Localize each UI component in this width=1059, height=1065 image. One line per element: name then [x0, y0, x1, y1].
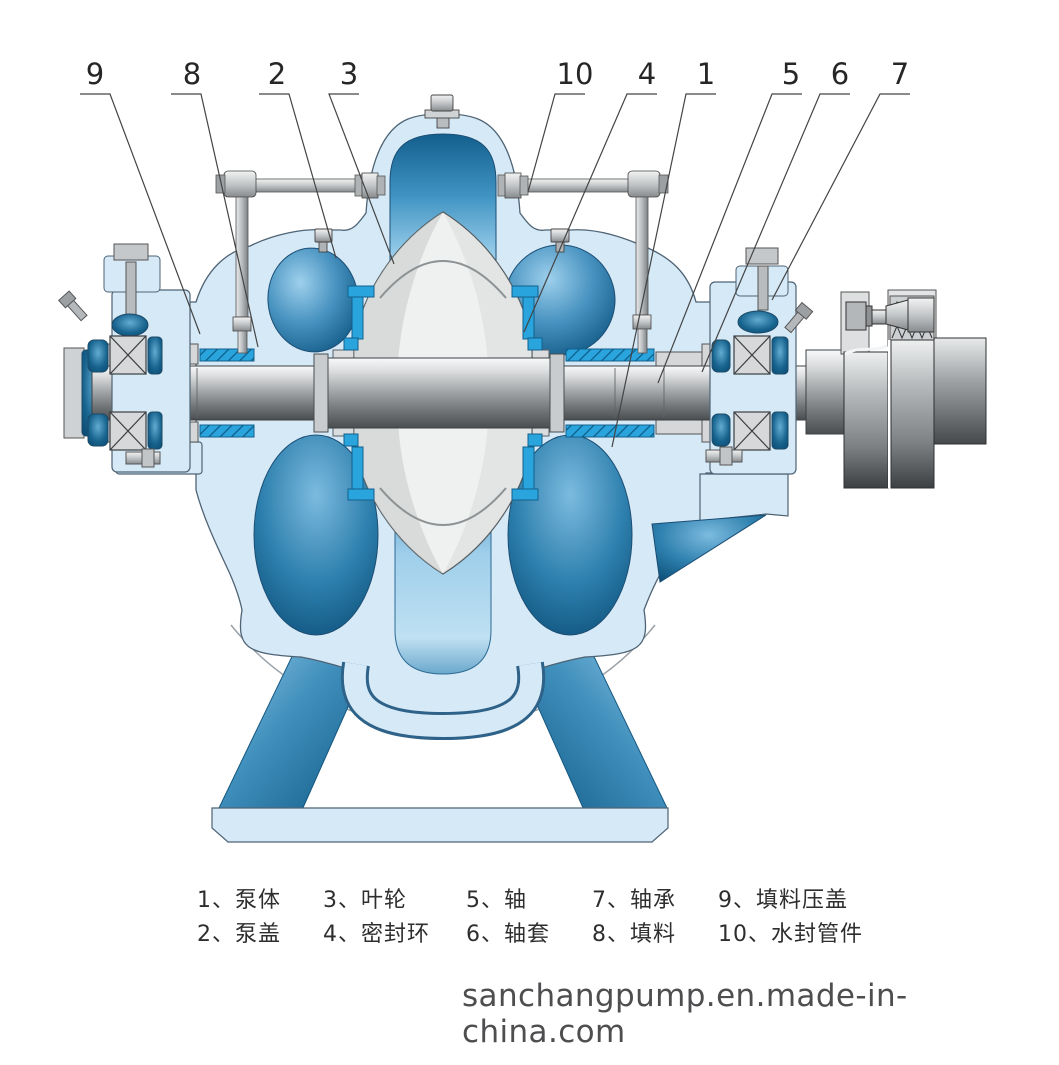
- callout-leader-4: [523, 93, 657, 333]
- callout-number-8: 8: [183, 57, 201, 91]
- volute-lower-left: [253, 434, 379, 636]
- callout-number-5: 5: [782, 57, 800, 91]
- pump-cross-section: 9 8 2 3 10 4 1 56 7: [58, 57, 987, 843]
- shaft-sleeve: [327, 357, 551, 429]
- legend-item: 5、轴: [466, 888, 527, 913]
- discharge-wedge: [651, 514, 767, 583]
- impeller: [332, 211, 550, 575]
- coupling: [840, 289, 987, 489]
- callout-leader-2: [259, 93, 337, 259]
- base-plate: [211, 807, 669, 843]
- right-foot-bracket: [699, 473, 789, 522]
- legend-item: 1、泵体: [197, 888, 281, 913]
- callout-number-2: 2: [268, 57, 286, 91]
- bearing-right: [705, 247, 814, 475]
- callout-number-1: 1: [697, 57, 715, 91]
- callout-number-3: 3: [340, 57, 358, 91]
- suction-u-ring: [340, 661, 546, 741]
- coupling-half-pump: [843, 351, 889, 489]
- callout-leader-7: [771, 93, 910, 301]
- callout-number-9: 9: [86, 57, 104, 91]
- callout-leader-3: [328, 93, 395, 265]
- water-seal-pipe-front: [232, 172, 652, 354]
- callout-number-7: 7: [891, 57, 909, 91]
- callout-leader-6: [701, 93, 850, 373]
- callout-leader-8: [171, 93, 259, 348]
- legend-item: 9、填料压盖: [718, 888, 848, 913]
- callout-number-10: 10: [557, 57, 594, 91]
- callout-number-4: 4: [638, 57, 656, 91]
- parts-legend: 1、泵体 2、泵盖 3、叶轮 4、密封环 5、轴 6、轴套 7、轴承 8、填料 …: [197, 884, 863, 952]
- seal-rings: [343, 285, 543, 501]
- bearing-left: [58, 243, 191, 473]
- vent-left: [314, 228, 333, 243]
- legend-item: 4、密封环: [323, 922, 430, 947]
- callout-leader-10: [527, 93, 585, 193]
- callout-leader-5: [657, 93, 802, 384]
- legend-item: 2、泵盖: [197, 922, 281, 947]
- watermark-url: sanchangpump.en.made-in-china.com: [462, 978, 908, 1050]
- grease-nipple-left: [58, 290, 88, 322]
- legend-item: 8、填料: [592, 922, 676, 947]
- vent-plugs: [314, 94, 570, 253]
- callout-leader-9: [80, 93, 201, 335]
- motor-shaft-end: [933, 337, 987, 445]
- grease-nipple-right: [784, 301, 814, 334]
- dome-plug: [430, 94, 454, 112]
- legend-item: 6、轴套: [466, 922, 550, 947]
- shaft-step: [805, 349, 845, 435]
- callout-leader-1: [611, 93, 716, 448]
- coupling-half-motor: [890, 339, 935, 489]
- legend-item: 10、水封管件: [718, 922, 863, 947]
- pump-pedestal: [211, 639, 669, 843]
- callout-number-6: 6: [831, 57, 849, 91]
- legend-item: 3、叶轮: [323, 888, 407, 913]
- legend-item: 7、轴承: [592, 888, 676, 913]
